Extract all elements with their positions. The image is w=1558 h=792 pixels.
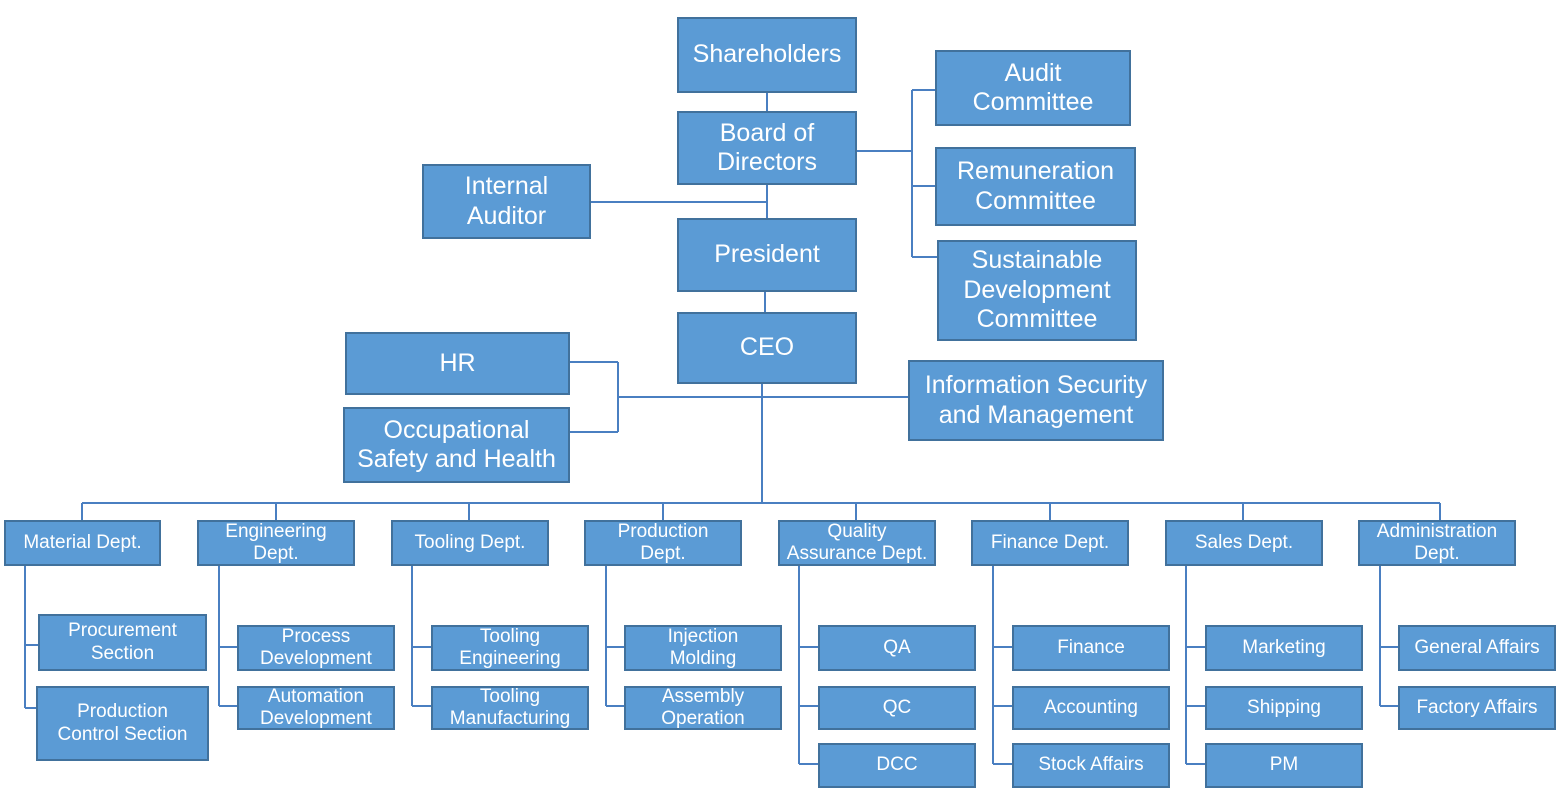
factory-affairs-box: Factory Affairs [1398,686,1556,730]
president-box: President [677,218,857,292]
marketing-box: Marketing [1205,625,1363,671]
administration-dept-box: Administration Dept. [1358,520,1516,566]
sales-dept-box: Sales Dept. [1165,520,1323,566]
production-dept-box: Production Dept. [584,520,742,566]
finance-box: Finance [1012,625,1170,671]
automation-development-box: Automation Development [237,686,395,730]
injection-molding-box: Injection Molding [624,625,782,671]
information-security-management-box: Information Security and Management [908,360,1164,441]
qc-box: QC [818,686,976,730]
shareholders-box: Shareholders [677,17,857,93]
general-affairs-box: General Affairs [1398,625,1556,671]
process-development-box: Process Development [237,625,395,671]
accounting-box: Accounting [1012,686,1170,730]
stock-affairs-box: Stock Affairs [1012,743,1170,788]
engineering-dept-box: Engineering Dept. [197,520,355,566]
remuneration-committee-box: Remuneration Committee [935,147,1136,226]
pm-box: PM [1205,743,1363,788]
ceo-box: CEO [677,312,857,384]
assembly-operation-box: Assembly Operation [624,686,782,730]
board-of-directors-box: Board of Directors [677,111,857,185]
hr-box: HR [345,332,570,395]
material-dept-box: Material Dept. [4,520,161,566]
finance-dept-box: Finance Dept. [971,520,1129,566]
internal-auditor-box: Internal Auditor [422,164,591,239]
shipping-box: Shipping [1205,686,1363,730]
audit-committee-box: Audit Committee [935,50,1131,126]
qa-box: QA [818,625,976,671]
quality-assurance-dept-box: Quality Assurance Dept. [778,520,936,566]
tooling-manufacturing-box: Tooling Manufacturing [431,686,589,730]
sustainable-development-committee-box: Sustainable Development Committee [937,240,1137,341]
dcc-box: DCC [818,743,976,788]
procurement-section-box: Procurement Section [38,614,207,671]
production-control-section-box: Production Control Section [36,686,209,761]
occupational-safety-health-box: Occupational Safety and Health [343,407,570,483]
tooling-engineering-box: Tooling Engineering [431,625,589,671]
tooling-dept-box: Tooling Dept. [391,520,549,566]
